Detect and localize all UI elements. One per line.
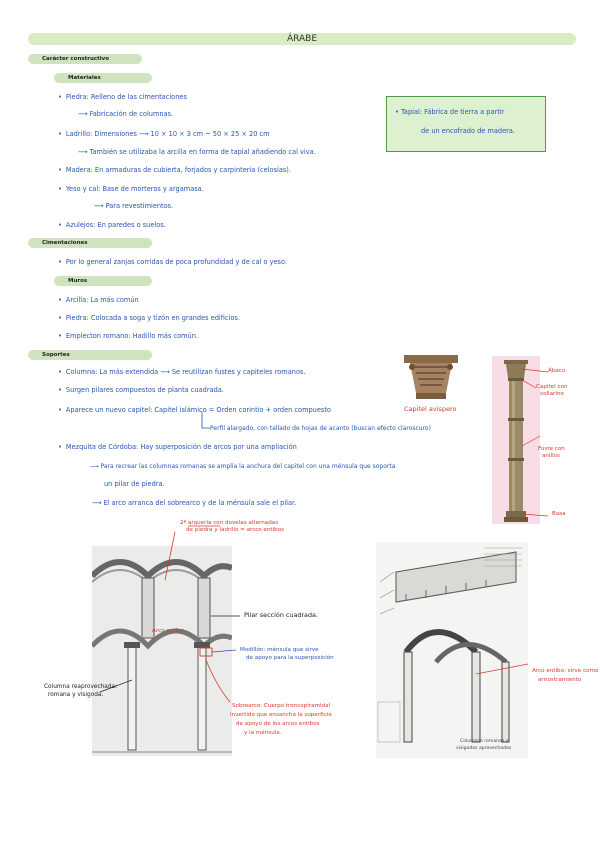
- arch-label-sobrearco-2: invertido que ensancha la superficie: [230, 712, 332, 718]
- arch-label-sobrearco-1: Sobrearco: Cuerpo troncopiramidal: [232, 703, 331, 709]
- arch-label-arco-entibo: Arco entibo: [152, 628, 184, 634]
- arch-label-columna-1: Columna reaprovechada:: [44, 684, 118, 690]
- materiales-line-8: Azulejos: En paredes o suelos.: [58, 221, 166, 230]
- arch-label-pilar: Pilar sección cuadrada.: [244, 611, 318, 619]
- soportes-line-2: Surgen pilares compuestos de planta cuad…: [58, 386, 224, 395]
- column-label-capitel-2: collarino: [540, 391, 564, 397]
- column-label-fuste-1: Fuste con: [538, 446, 565, 452]
- column-label-capitel-1: Capitel con: [536, 384, 568, 390]
- muros-line-1: Arcilla: La más común: [58, 296, 139, 305]
- column-label-abaco: Ábaco: [548, 368, 566, 374]
- right-caption-2: visigodas aprovechadas: [456, 746, 512, 751]
- materiales-line-1: Piedra: Relleno de las cimentaciones: [58, 93, 187, 102]
- header-caracter: Carácter constructivo: [28, 54, 142, 64]
- arch-label-dovelas-2: de piedra y ladrillo = arcos entibos: [186, 527, 285, 533]
- soportes-line-8: El arco arranca del sobrearco y de la mé…: [92, 499, 297, 508]
- arch-label-columna-2: romana y visigoda.: [48, 692, 104, 698]
- tapial-line-1: • Tapial: Fábrica de tierra a partir: [395, 108, 505, 116]
- arch-label-dovelas-1: 2ª arquería con dovelas alternadas: [180, 520, 279, 526]
- materiales-line-4: También se utilizaba la arcilla en forma…: [78, 148, 316, 157]
- arch-annotation-lines: [99, 525, 240, 703]
- arch-label-modillon-2: de apoyo para la superposición: [246, 655, 334, 661]
- right-caption-1: Columnas romanas o: [460, 739, 509, 744]
- soportes-line-3: Aparece un nuevo capitel: Capitel islámi…: [58, 406, 331, 415]
- soportes-line-5: Mezquita de Córdoba: Hay superposición d…: [58, 443, 297, 452]
- column-label-fuste-2: anillos: [542, 453, 560, 459]
- column-label-basa: Basa: [552, 511, 566, 517]
- header-soportes: Soportes: [28, 350, 152, 360]
- header-muros: Muros: [54, 276, 152, 286]
- tapial-box: • Tapial: Fábrica de tierra a partir de …: [386, 96, 546, 152]
- materiales-line-5: Madera: En armaduras de cubierta, forjad…: [58, 166, 291, 175]
- perfil-bracket-line: [201, 412, 210, 429]
- structure-drawing-image: [376, 542, 528, 758]
- materiales-line-7: Para revestimientos.: [94, 202, 174, 211]
- right-label-entibo-1: Arco entibo: sirve como: [532, 668, 599, 674]
- capitel-avispero-image: [400, 353, 462, 403]
- arch-label-sobrearco-4: y la ménsula.: [244, 730, 282, 736]
- materiales-line-6: Yeso y cal: Base de morteros y argamasa.: [58, 185, 204, 194]
- page-title: ÁRABE: [28, 33, 576, 45]
- column-image: [504, 360, 528, 522]
- header-materiales: Materiales: [54, 73, 152, 83]
- arch-label-sobrearco-3: de apoyo de los arcos entibos: [236, 721, 320, 727]
- column-label-arrows: [521, 368, 549, 517]
- tapial-line-2: de un encofrado de madera.: [421, 127, 515, 135]
- mezquita-arches-image: [92, 546, 232, 756]
- soportes-line-4: Perfil alargado, con tallado de hojas de…: [210, 425, 431, 432]
- materiales-line-3: Ladrillo: Dimensiones ⟶ 10 × 10 × 3 cm ~…: [58, 130, 270, 139]
- materiales-line-2: Fabricación de columnas.: [78, 110, 174, 119]
- right-annotation-line: [475, 663, 529, 675]
- muros-line-2: Piedra: Colocada a soga y tizón en grand…: [58, 314, 240, 323]
- cimentaciones-line-1: Por lo general zanjas corridas de poca p…: [58, 258, 287, 267]
- soportes-line-6: Para recrear las columnas romanas se amp…: [90, 462, 396, 471]
- capitel-avispero-label: Capitel avispero: [404, 405, 457, 413]
- header-cimentaciones: Cimentaciones: [28, 238, 152, 248]
- muros-line-3: Emplecton romano: Hadillo más común.: [58, 332, 198, 341]
- soportes-line-1: Columna: La más extendida ⟶ Se reutiliza…: [58, 368, 306, 377]
- soportes-line-7: un pilar de piedra.: [104, 480, 165, 488]
- right-label-entibo-2: arriostramiento: [538, 677, 582, 683]
- arch-label-modillon-1: Modillón: ménsula que sirve: [240, 647, 319, 653]
